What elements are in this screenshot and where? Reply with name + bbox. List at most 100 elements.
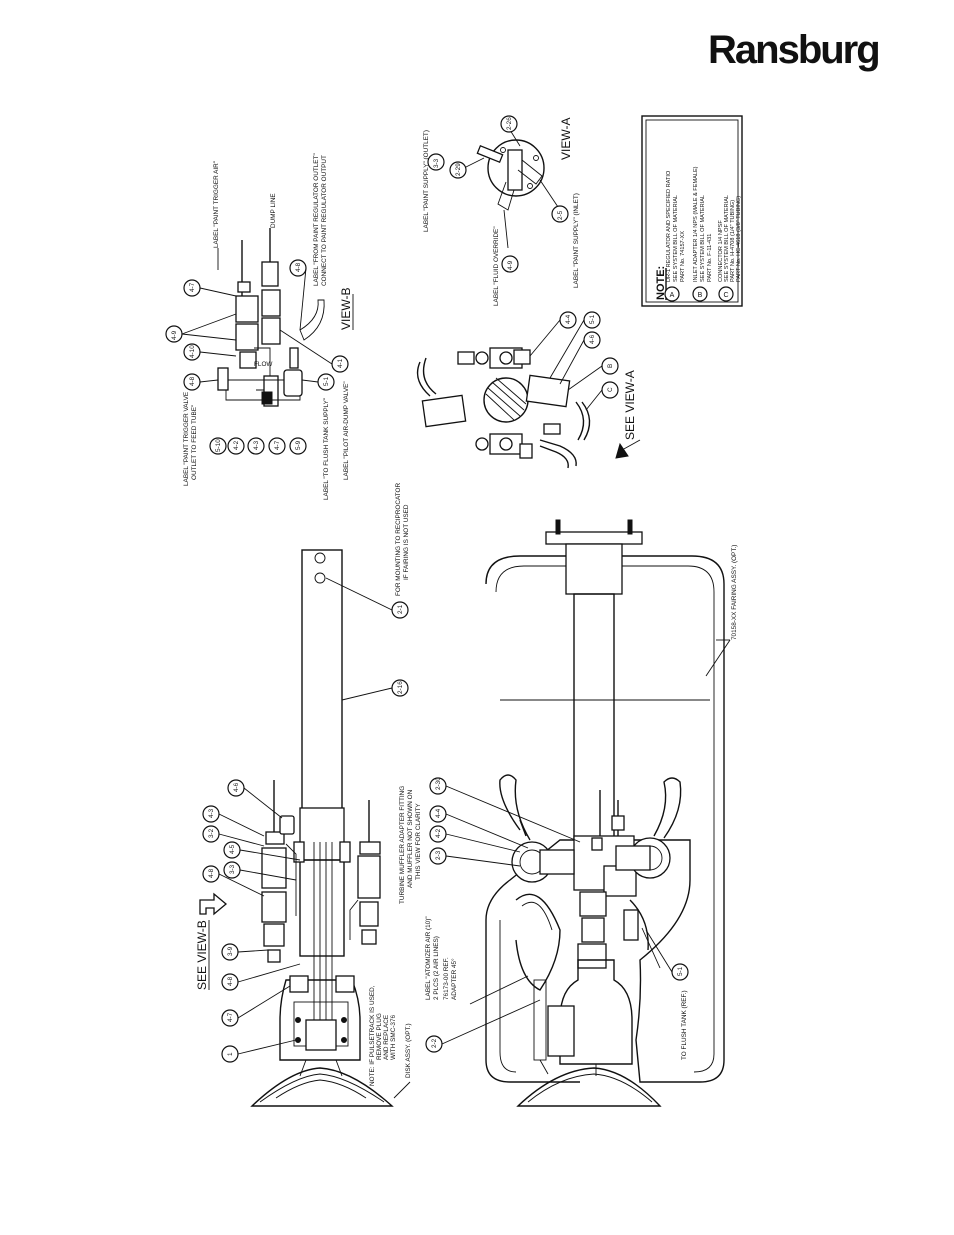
label-from-regulator-outlet: LABEL "FROM PAINT REGULATOR OUTLET" [313,153,320,286]
callout-sv-7-text: 3-9 [227,946,234,956]
flow-marker: FLOW [254,361,273,368]
label-connect-regulator: CONNECT TO PAINT REGULATOR OUTPUT [321,155,328,286]
note-box: NOTE: A B C DR-1 REGULATOR AND SPECIFIED… [641,115,743,307]
view-b-title: VIEW-B [339,288,353,330]
callout-sv-6-text: 4-8 [208,868,215,878]
callout-sv-8-text: 4-8 [227,976,234,986]
callout-vb-10-text: 4-8 [295,262,302,272]
label-turbine-2: AND MUFFLER NOT SHOWN ON [407,789,414,888]
note-a-line3: PART No. 74157-XX [680,231,686,282]
note-marker-c [718,286,734,302]
callout-vb-7-text: 4-3 [253,440,260,450]
callout-vb-4-text: 4-8 [189,376,196,386]
note-b-line2: SEE SYSTEM BILL OF MATERIAL [700,195,706,282]
label-outlet-feed-tube: OUTLET TO FEED TUBE" [191,405,198,480]
label-fluid-override: LABEL "FLUID OVERRIDE" [493,226,500,306]
callout-vb-7 [247,437,265,455]
label-mounting-2: IF FAIRING IS NOT USED [403,504,410,580]
callout-vb-6 [227,437,245,455]
label-flush-tank-supply: LABEL "TO FLUSH TANK SUPPLY" [323,398,330,500]
label-two-plcs: 2 PLCS (2 AIR LINES) [433,936,440,1000]
callout-sv-4-text: 4-5 [229,844,236,854]
see-view-b-label: SEE VIEW-B [195,920,209,990]
callout-vb-8-text: 4-7 [274,440,281,450]
callout-sv-1-text: 4-6 [233,782,240,792]
label-pilot-air-dump: LABEL "PILOT AIR-DUMP VALVE" [343,381,350,480]
callout-sv-5-text: 3-3 [229,864,236,874]
label-paint-trigger-valve: LABEL "PAINT TRIGGER VALVE [183,392,190,486]
label-pulsetrack-4: WITH SMC-376 [390,1014,397,1060]
callout-vb-5-text: 5-10 [215,439,222,452]
view-a-title: VIEW-A [559,118,573,160]
callout-va-1 [500,115,518,133]
label-turbine-3: THIS VIEW FOR CLARITY [415,803,422,880]
note-c-line2: SEE SYSTEM BILL OF MATERIAL [724,195,730,282]
callout-vb-5 [209,437,227,455]
callout-va-6-text: 4-4 [565,314,572,324]
note-marker-b [692,286,708,302]
regulator-assembly: 4-4 5-1 4-6 B C SEE VIEW-A [416,311,641,469]
ransburg-logo: Ransburg [708,28,881,72]
note-a-line1: DR-1 REGULATOR AND SPECIFIED RATIO [666,170,672,282]
callout-va-5-text: 2-5 [557,210,564,220]
callout-vb-6-text: 4-2 [233,440,240,450]
note-c-line1: CONNECTOR 1/4 NPSF [718,220,724,282]
label-paint-supply-outlet: LABEL "PAINT SUPPLY" (OUTLET) [423,130,430,232]
callout-bv-6-text: 2-3 [435,850,442,860]
note-id-c: C [723,292,728,299]
view-a-regulator-detail: VIEW-A 2-26 3-3 2-29 4-9 2-5 LABEL "PAIN… [423,115,580,306]
label-paint-supply-inlet: LABEL "PAINT SUPPLY" (INLET) [573,193,580,288]
callout-bv-2-text: 2-16 [397,681,404,694]
label-pulsetrack-3: AND REPLACE [383,1015,390,1060]
callout-vb-9-text: 5-9 [295,440,302,450]
mounting-bar: 2-1 2-16 FOR MOUNTING TO RECIPROCATOR IF… [301,482,410,811]
callout-bv-3-text: 2-30 [435,777,442,790]
see-view-b-arrow [199,892,228,916]
callout-lv-1-text: 5-1 [677,966,684,976]
callout-va-5 [551,205,569,223]
callout-vb-12-text: 4-1 [337,358,344,368]
note-title: NOTE: [655,266,667,300]
label-disk-assy: DISK ASSY. (OPT.) [405,1023,412,1078]
label-adapter-45: ADAPTER 45° [450,958,458,1000]
callout-va-1-text: 2-26 [506,117,513,130]
note-c-line4: PART No. HC-4618 (3/8" TUBING) [736,196,742,282]
note-marker-a [664,286,680,302]
callout-sv-2-text: 4-3 [208,808,215,818]
label-fairing-assy: 70158-XX FAIRING ASSY. (OPT.) [731,545,738,640]
label-turbine-1: TURBINE MUFFLER ADAPTER FITTING [399,786,406,904]
callout-vb-3-text: 4-10 [189,345,196,358]
callout-va-3-text: 2-29 [455,163,462,176]
callout-vb-9 [289,437,307,455]
callout-sv-10-text: 1 [227,1052,234,1056]
callout-va-8-text: 4-6 [589,334,596,344]
callout-bv-5-text: 4-2 [435,828,442,838]
callout-va-7-text: 5-1 [589,314,596,324]
callout-vb-1-text: 4-7 [189,282,196,292]
note-id-a: A [670,292,675,299]
label-paint-trigger-air: LABEL "PAINT TRIGGER AIR" [213,161,220,248]
label-flush-tank-ref: TO FLUSH TANK (REF.) [681,990,688,1060]
callout-bv-4-text: 4-4 [435,808,442,818]
callout-va-10-text: C [607,387,614,392]
see-view-a-label: SEE VIEW-A [623,370,637,440]
callout-sv-9-text: 4-7 [227,1012,234,1022]
label-dump-line: DUMP LINE [270,193,277,228]
note-a-line2: SEE SYSTEM BILL OF MATERIAL [673,195,679,282]
label-adapter-ref: 76173-00 REF. [443,957,450,1000]
label-mounting-1: FOR MOUNTING TO RECIPROCATOR [395,482,402,596]
callout-vb-11-text: 5-1 [323,376,330,386]
callout-va-9-text: B [607,364,614,368]
callout-vb-2-text: 4-9 [171,330,178,340]
label-pulsetrack-2: REMOVE PLUG [376,1013,383,1060]
note-b-line1: INLET ADAPTER 1/4 NPS (MALE & FEMALE) [693,166,699,282]
fairing-assembly: 2-30 4-4 4-2 2-3 5-1 2-2 70158-XX FAIRIN… [425,519,738,1107]
callout-va-2-text: 3-3 [433,158,440,168]
callout-va-3 [449,161,467,179]
note-id-b: B [698,292,703,299]
label-atomizer-air: LABEL "ATOMIZER AIR (10)" [425,916,432,1000]
callout-va-4-text: 4-9 [507,260,514,270]
note-b-line3: PART No. F-11-431 [707,234,713,282]
